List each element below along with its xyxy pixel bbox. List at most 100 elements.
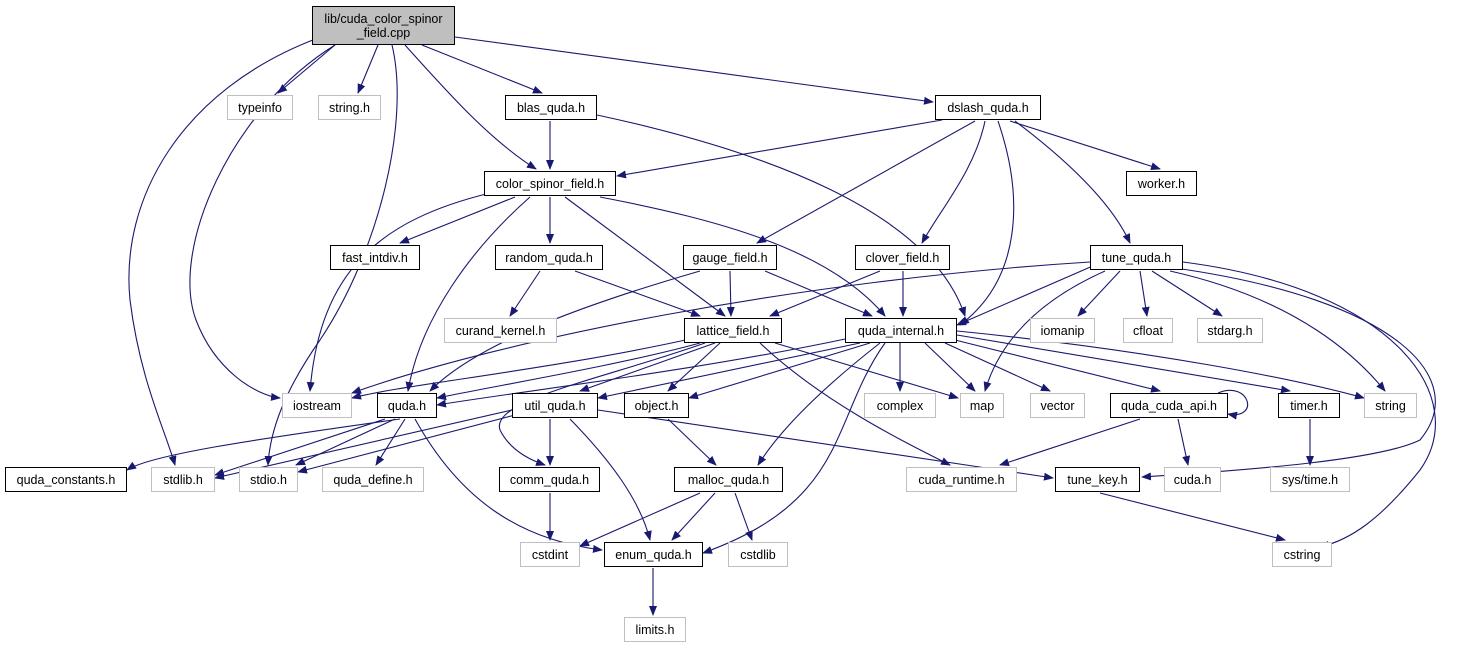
edge-lattice-cudaruntime [759, 342, 951, 466]
node-sys-time: sys/time.h [1270, 467, 1350, 492]
node-iostream-label: iostream [293, 398, 341, 413]
edge-qi-enum [702, 342, 886, 554]
edge-util-enum [569, 418, 652, 541]
edge-quda-define [375, 418, 406, 466]
edge-tune-cfloat [1139, 270, 1150, 317]
node-iostream: iostream [282, 393, 352, 418]
node-util-quda-label: util_quda.h [524, 398, 586, 413]
node-cuda-h: cuda.h [1164, 467, 1221, 492]
edge-tune-stdarg [1151, 270, 1223, 317]
node-map-label: map [969, 398, 995, 413]
node-comm-quda-label: comm_quda.h [509, 472, 590, 487]
edge-cs-qinternal [599, 196, 886, 317]
node-stdio: stdio.h [239, 467, 298, 492]
edge-cs-fastintdiv [399, 196, 516, 244]
node-cstring-label: cstring [1283, 547, 1321, 562]
node-cuda-runtime: cuda_runtime.h [906, 467, 1017, 492]
node-quda-cuda-api[interactable]: quda_cuda_api.h [1110, 393, 1228, 418]
node-typeinfo: typeinfo [227, 95, 293, 120]
node-string-h-label: string.h [329, 100, 370, 115]
node-random-quda-label: random_quda.h [505, 250, 593, 265]
node-cfloat: cfloat [1123, 318, 1173, 343]
node-tune-quda-label: tune_quda.h [1101, 250, 1172, 265]
edge-tune-iomanip [1077, 270, 1121, 317]
edge-qi-cudaapi [954, 339, 1161, 393]
node-clover-field-label: clover_field.h [865, 250, 940, 265]
node-quda-h[interactable]: quda.h [377, 393, 437, 418]
edge-lattice-util [579, 342, 716, 392]
node-gauge-field-label: gauge_field.h [692, 250, 768, 265]
node-stdarg-label: stdarg.h [1207, 323, 1253, 338]
node-curand-kernel-label: curand_kernel.h [455, 323, 546, 338]
edge-dslash-gauge [756, 120, 976, 244]
node-typeinfo-label: typeinfo [238, 100, 282, 115]
node-util-quda[interactable]: util_quda.h [512, 393, 598, 418]
node-worker[interactable]: worker.h [1126, 171, 1197, 196]
edge-blas-qinternal [596, 114, 966, 317]
node-clover-field[interactable]: clover_field.h [855, 245, 950, 270]
node-enum-quda[interactable]: enum_quda.h [604, 542, 703, 567]
edge-tune-map [983, 270, 1106, 392]
edge-root-dslash [454, 36, 934, 105]
node-cstdint-label: cstdint [531, 547, 569, 562]
node-cuda-h-label: cuda.h [1173, 472, 1212, 487]
edge-root-colorspinor [404, 44, 537, 170]
node-dslash-quda[interactable]: dslash_quda.h [935, 95, 1041, 120]
node-random-quda[interactable]: random_quda.h [495, 245, 603, 270]
node-object[interactable]: object.h [624, 393, 689, 418]
edge-tune-tunekey [1141, 267, 1436, 481]
edge-root-stdio [264, 44, 398, 466]
node-blas-quda[interactable]: blas_quda.h [505, 95, 597, 120]
node-complex-label: complex [876, 398, 924, 413]
edge-malloc-enum [671, 492, 716, 541]
node-comm-quda[interactable]: comm_quda.h [499, 467, 600, 492]
edge-lattice-iostream [351, 338, 691, 400]
edge-tune-string [1169, 270, 1386, 392]
edge-dslash-worker [1009, 120, 1161, 171]
edge-cs-lattice [564, 196, 726, 317]
node-timer[interactable]: timer.h [1278, 393, 1340, 418]
edge-gauge-qinternal [764, 270, 873, 317]
edge-root-typeinfo [277, 44, 336, 94]
node-tune-key[interactable]: tune_key.h [1055, 467, 1140, 492]
node-quda-constants[interactable]: quda_constants.h [5, 467, 127, 492]
edge-dslash-colorspinor [616, 119, 943, 179]
edge-util-stdio [297, 414, 516, 474]
edge-tunekey-cstring [1099, 492, 1286, 542]
node-cfloat-label: cfloat [1133, 323, 1163, 338]
node-string-label: string [1375, 398, 1406, 413]
node-malloc-quda[interactable]: malloc_quda.h [674, 467, 783, 492]
node-cstdlib: cstdlib [728, 542, 788, 567]
node-fast-intdiv[interactable]: fast_intdiv.h [330, 245, 420, 270]
edge-cs-iostream [306, 192, 491, 392]
edge-object-malloc [667, 418, 717, 466]
edge-clover-lattice [769, 270, 881, 317]
node-fast-intdiv-label: fast_intdiv.h [342, 250, 408, 265]
node-tune-key-label: tune_key.h [1067, 472, 1128, 487]
node-quda-internal[interactable]: quda_internal.h [845, 318, 957, 343]
edge-qi-malloc [757, 342, 881, 466]
edge-dslash-clover [921, 120, 986, 244]
node-complex: complex [864, 393, 936, 418]
node-cstring: cstring [1272, 542, 1332, 567]
edge-quda-stdlib [214, 418, 386, 476]
edge-gauge-lattice [726, 270, 735, 317]
node-color-spinor-field-label: color_spinor_field.h [495, 176, 605, 191]
edge-root-stdlib [128, 37, 319, 466]
node-tune-quda[interactable]: tune_quda.h [1090, 245, 1183, 270]
edge-malloc-cstdlib [734, 492, 753, 541]
node-quda-h-label: quda.h [387, 398, 427, 413]
node-lattice-field[interactable]: lattice_field.h [684, 318, 782, 343]
edge-malloc-cstdint [579, 492, 701, 547]
root-label-line1: lib/cuda_color_spinor [324, 11, 443, 26]
edge-random-curand [509, 270, 541, 317]
node-vector-label: vector [1040, 398, 1075, 413]
edge-root-string-h [357, 44, 379, 94]
node-gauge-field[interactable]: gauge_field.h [683, 245, 777, 270]
edge-qi-map [924, 342, 976, 392]
edge-qi-vector [944, 342, 1051, 392]
edge-qi-util [597, 342, 861, 401]
node-lattice-field-label: lattice_field.h [696, 323, 770, 338]
node-color-spinor-field[interactable]: color_spinor_field.h [484, 171, 616, 196]
